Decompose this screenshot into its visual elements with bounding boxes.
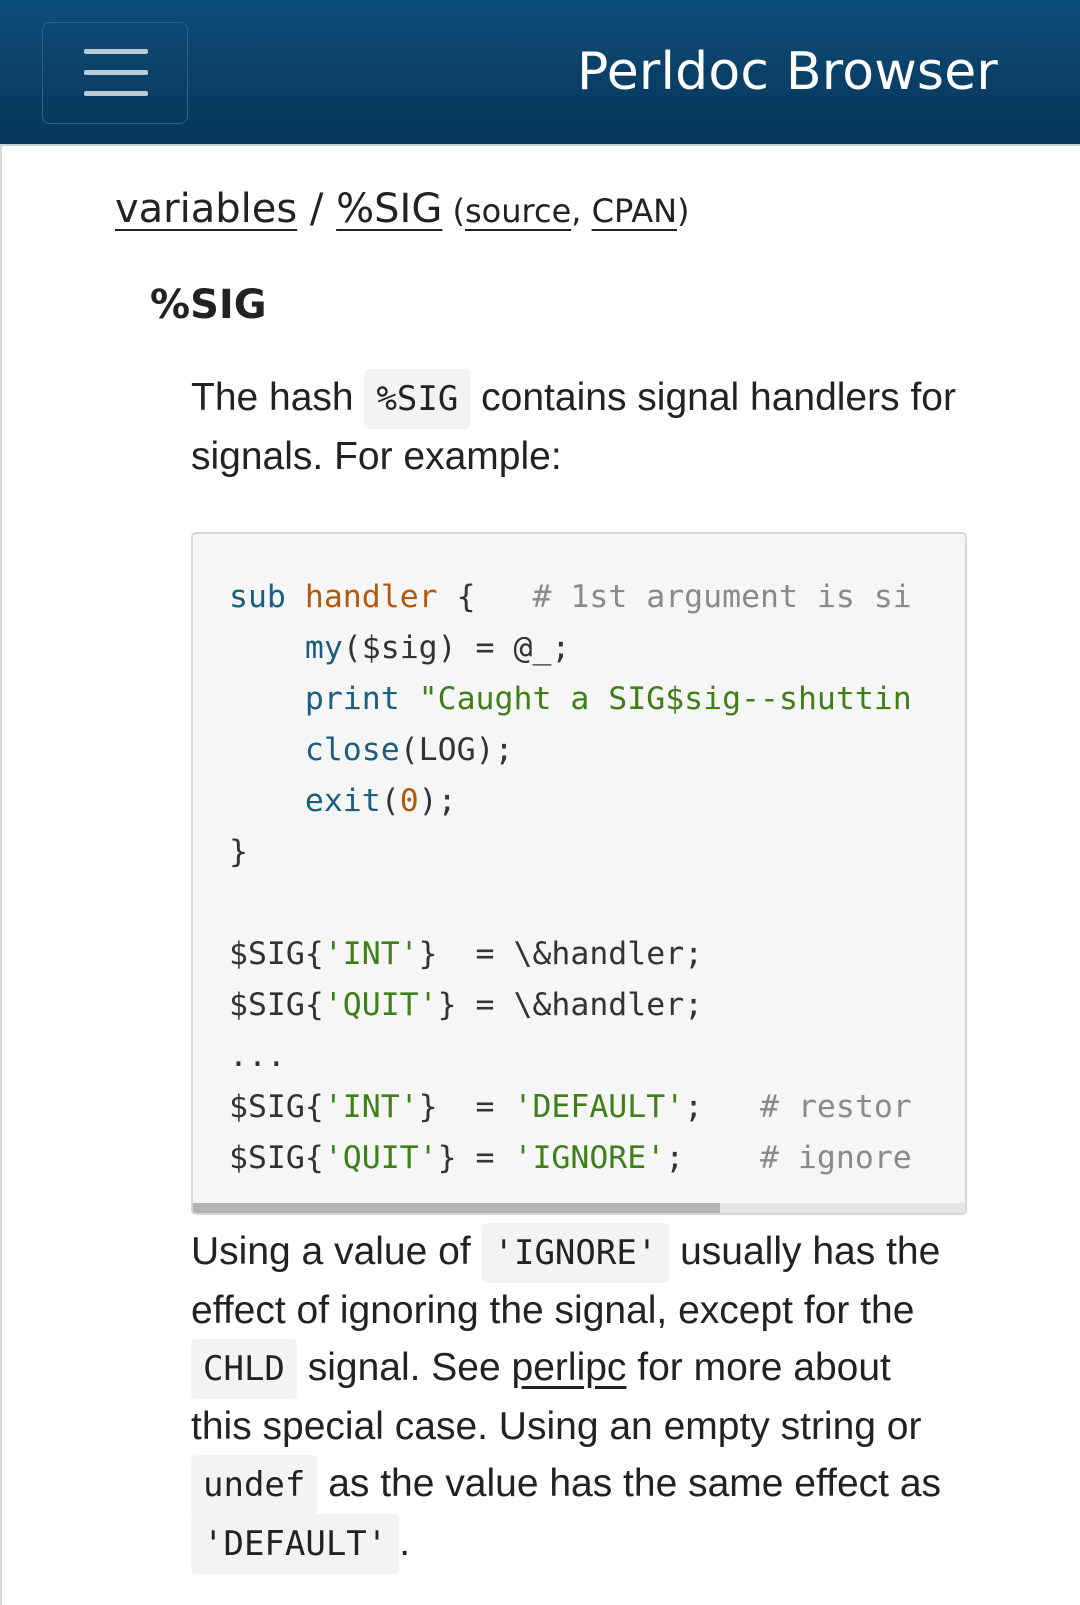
site-brand-link[interactable]: Perldoc Browser <box>577 42 998 102</box>
inline-code-sig: %SIG <box>364 369 471 429</box>
scrollbar-thumb[interactable] <box>193 1203 720 1213</box>
left-border <box>0 146 2 1605</box>
code-line-3: print "Caught a SIG$sig--shuttin <box>304 681 912 717</box>
body-text-5: as the value has the same effect as <box>317 1462 942 1505</box>
source-link[interactable]: source <box>464 192 572 230</box>
breadcrumb-current-link[interactable]: %SIG <box>336 186 443 232</box>
breadcrumb-variables-link[interactable]: variables <box>115 186 298 232</box>
body-text-2: usually has the effect of ignoring the s… <box>191 1230 941 1332</box>
page-title: %SIG <box>150 282 267 328</box>
body-text-1: Using a value of <box>191 1230 482 1273</box>
breadcrumb-open-paren: ( <box>442 192 465 230</box>
perlipc-link[interactable]: perlipc <box>511 1346 627 1389</box>
code-line-4: close(LOG); <box>304 732 514 768</box>
breadcrumb: variables / %SIG (source, CPAN) <box>115 186 690 232</box>
inline-code-chld: CHLD <box>191 1339 297 1399</box>
body-text-3: signal. See <box>296 1346 512 1389</box>
horizontal-scrollbar[interactable] <box>193 1203 965 1213</box>
code-example-block[interactable]: sub handler { # 1st argument is si my($s… <box>191 532 967 1215</box>
top-navbar: Perldoc Browser <box>0 0 1080 146</box>
intro-paragraph: The hash %SIG contains signal handlers f… <box>191 369 961 485</box>
inline-code-ignore: 'IGNORE' <box>481 1223 670 1283</box>
inline-code-default: 'DEFAULT' <box>191 1514 400 1574</box>
code-line-9: $SIG{'QUIT'} = \&handler; <box>229 987 704 1023</box>
code-line-10: ... <box>229 1038 286 1074</box>
breadcrumb-comma: , <box>571 192 592 230</box>
intro-text-1: The hash <box>191 376 365 419</box>
code-line-1: sub handler { # 1st argument is si <box>229 579 912 615</box>
inline-code-undef: undef <box>191 1455 318 1515</box>
cpan-link[interactable]: CPAN <box>591 192 678 230</box>
breadcrumb-separator: / <box>297 186 337 232</box>
menu-button[interactable] <box>42 22 188 124</box>
code-line-8: $SIG{'INT'} = \&handler; <box>229 936 704 972</box>
intro-text-2: contains signal handlers for signals. Fo… <box>191 376 956 478</box>
body-paragraph: Using a value of 'IGNORE' usually has th… <box>191 1223 961 1574</box>
code-line-6: } <box>229 834 248 870</box>
code-line-11: $SIG{'INT'} = 'DEFAULT'; # restor <box>229 1089 912 1125</box>
body-text-4: for more about this special case. Using … <box>191 1346 922 1448</box>
breadcrumb-close-paren: ) <box>677 192 690 230</box>
code-line-2: my($sig) = @_; <box>304 630 571 666</box>
body-text-6: . <box>399 1521 411 1564</box>
code-line-12: $SIG{'QUIT'} = 'IGNORE'; # ignore <box>229 1140 912 1176</box>
code-listing: sub handler { # 1st argument is si my($s… <box>229 572 912 1184</box>
code-line-5: exit(0); <box>304 783 457 819</box>
